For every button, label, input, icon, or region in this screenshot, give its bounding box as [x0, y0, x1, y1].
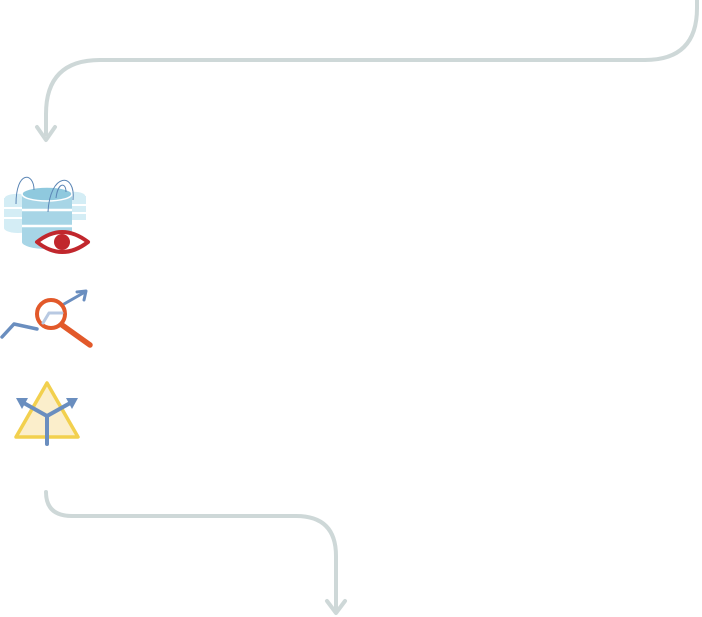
bottom-arrowhead-icon [325, 599, 347, 615]
bottom-flow-arrow [44, 490, 347, 615]
trend-analysis-icon [0, 289, 93, 348]
data-flow-arcs [15, 176, 74, 213]
magnifier-handle [59, 322, 93, 348]
branch-left-arrowhead-icon [16, 398, 28, 409]
bottom-flow-line [44, 490, 338, 610]
trend-line [0, 322, 39, 339]
branch-arrows [20, 400, 74, 446]
database-monitoring-icon [3, 176, 90, 254]
trend-line-upper [62, 290, 87, 306]
top-flow-arrow [35, 0, 699, 142]
top-arrowhead-icon [35, 125, 57, 142]
magnified-trend [41, 311, 64, 325]
trend-arrowhead-icon [75, 289, 88, 302]
branching-decision-icon [14, 381, 80, 446]
branch-right-arrowhead-icon [66, 398, 78, 409]
top-flow-line [44, 0, 699, 136]
monitoring-eye-icon [35, 230, 90, 254]
